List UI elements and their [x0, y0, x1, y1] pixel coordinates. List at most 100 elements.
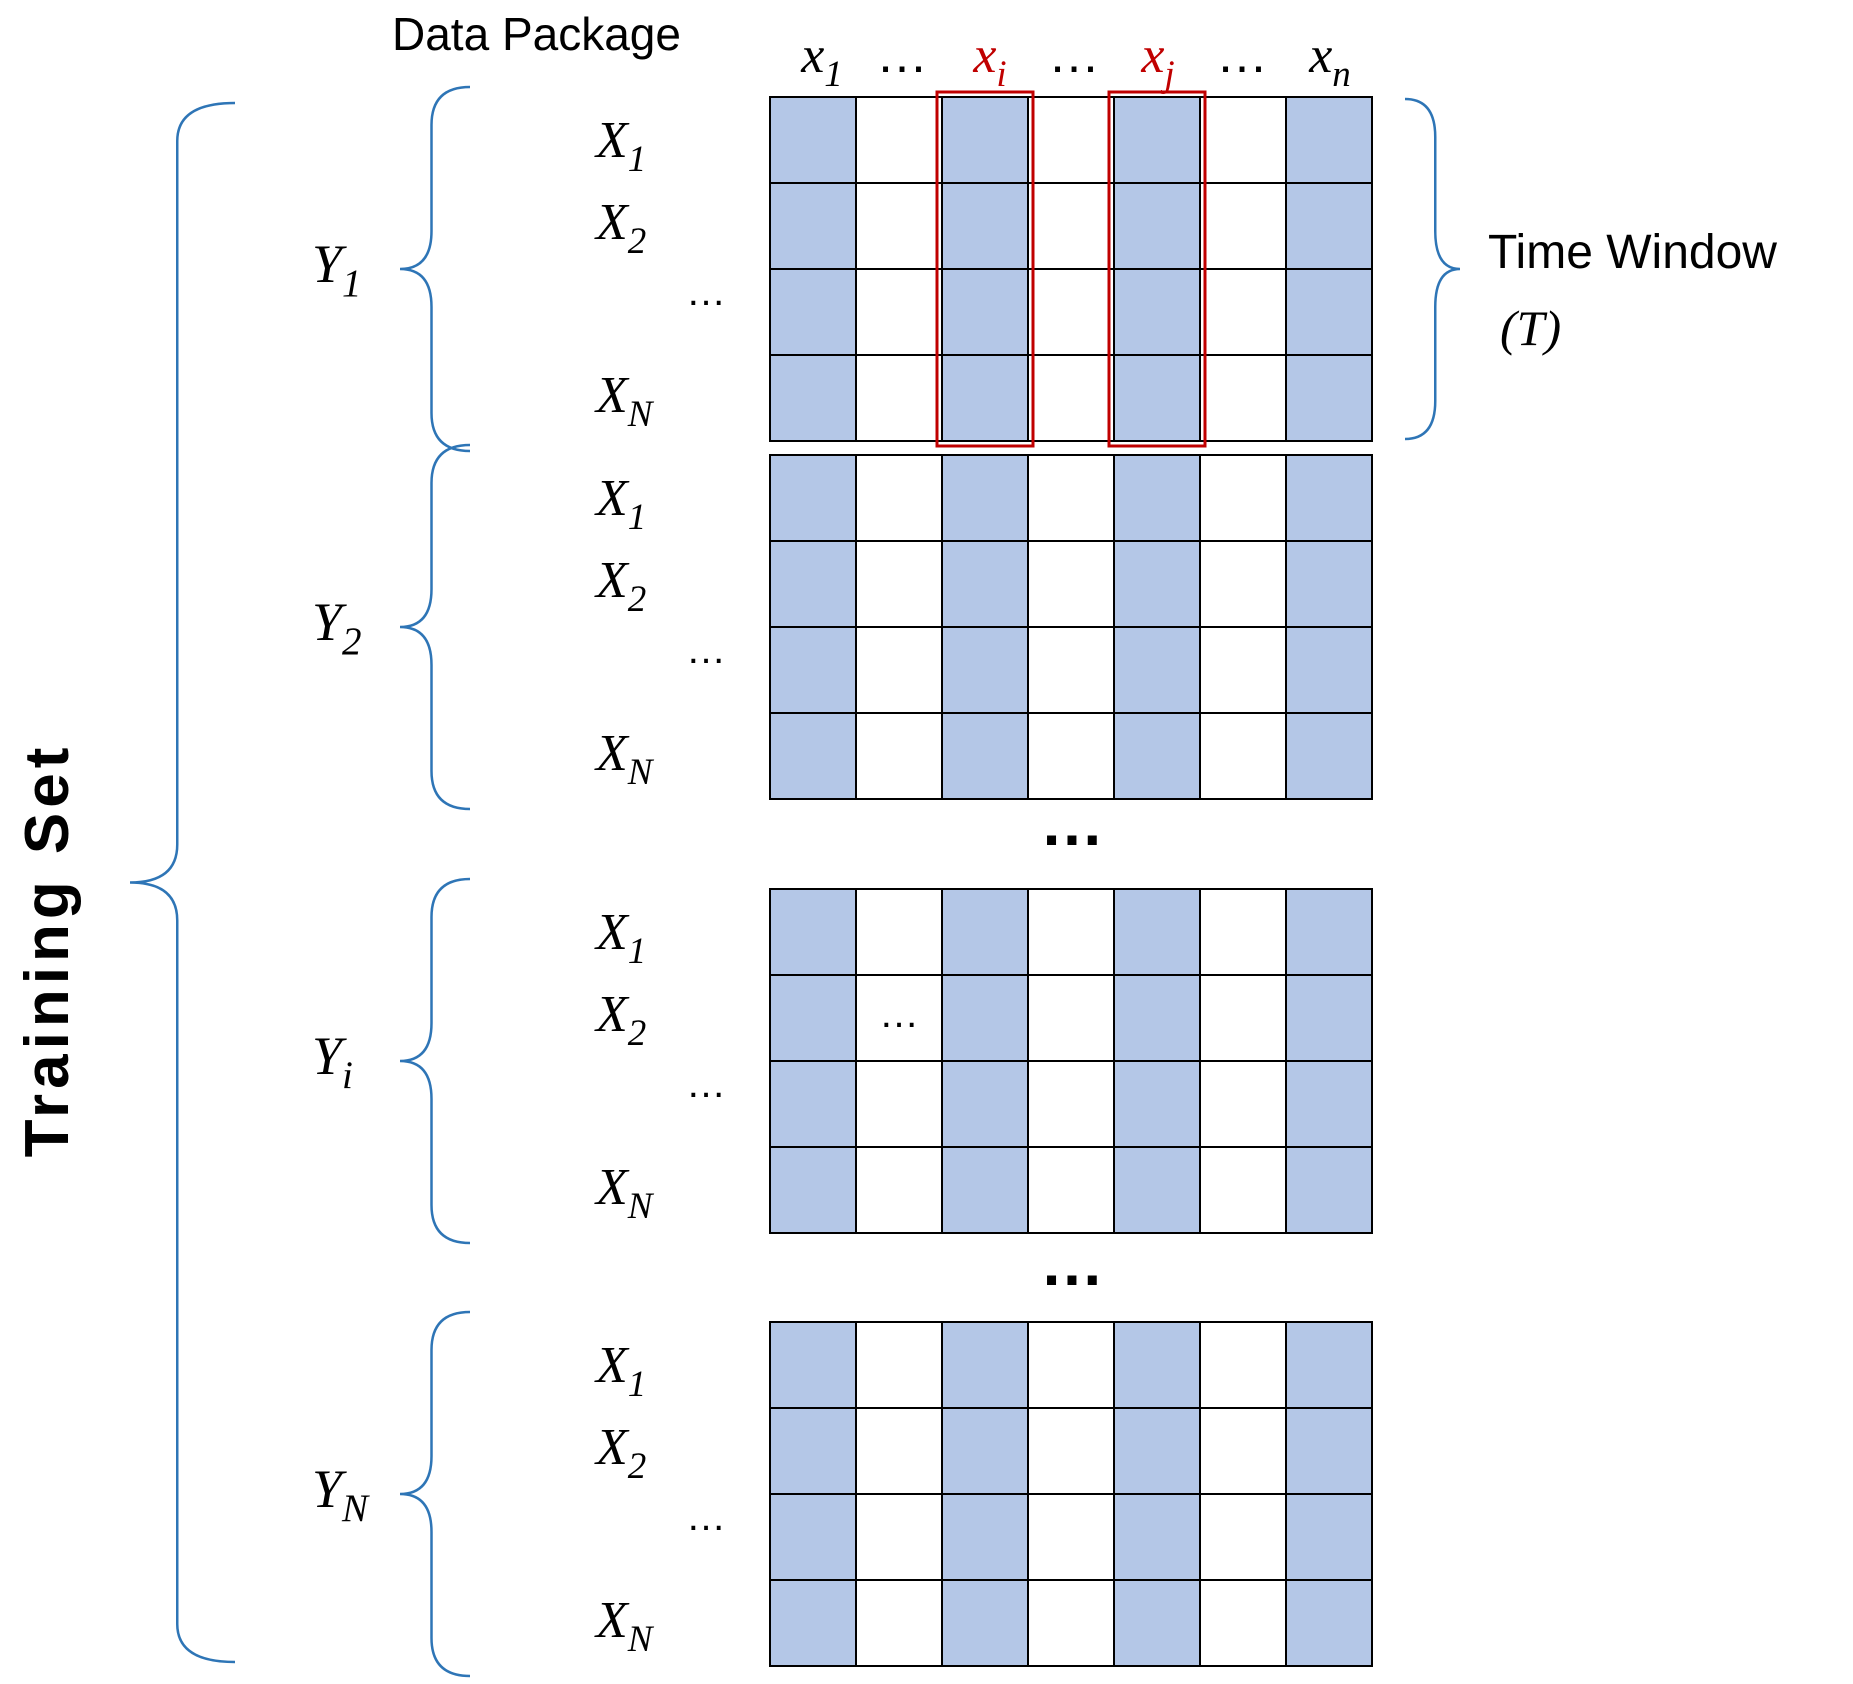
column-header-ellipsis-5: … — [1216, 26, 1268, 84]
column-header-1-base: x — [800, 27, 824, 84]
training-set-brace — [129, 101, 236, 1664]
sample-brace-i — [399, 877, 471, 1245]
grid-cell — [1199, 1146, 1287, 1234]
grid-cell — [941, 974, 1029, 1062]
time-window-brace — [1404, 97, 1461, 441]
grid-cell — [1027, 712, 1115, 800]
sample-label-2-subscript: 2 — [342, 620, 362, 663]
row-ellipsis: … — [686, 270, 726, 314]
time-window-label: Time Window — [1488, 226, 1777, 279]
grid-cell — [855, 888, 943, 976]
column-header-ellipsis-3-base: … — [1048, 26, 1100, 84]
column-header-i-base: x — [972, 27, 996, 84]
grid-cell — [855, 268, 943, 356]
grid-cell — [1199, 712, 1287, 800]
row-label-2-subscript: 2 — [628, 579, 647, 620]
grid-cell — [855, 454, 943, 542]
row-label-2-base: X — [594, 1419, 630, 1476]
column-header-n-subscript: n — [1332, 54, 1351, 95]
row-label-N: XN — [594, 1159, 655, 1227]
row-ellipsis: … — [686, 628, 726, 672]
grid-cell — [1113, 626, 1201, 714]
row-label-2: X2 — [594, 986, 646, 1054]
grid-cell — [1199, 1579, 1287, 1667]
grid-cell — [1113, 268, 1201, 356]
grid-cell — [769, 454, 857, 542]
row-label-N: XN — [594, 367, 655, 435]
column-header-n-base: x — [1308, 27, 1332, 84]
row-label-2-base: X — [594, 194, 630, 251]
grid-cell — [941, 1060, 1029, 1148]
grid-cell — [1285, 626, 1373, 714]
grid-cell — [769, 712, 857, 800]
column-header-i-subscript: i — [996, 54, 1006, 95]
column-header-i: xi — [972, 27, 1006, 95]
grid-cell — [855, 540, 943, 628]
row-label-N-subscript: N — [627, 1186, 655, 1227]
between-ellipsis: … — [1040, 787, 1104, 859]
grid-cell — [1199, 1407, 1287, 1495]
sample-label-2-base: Y — [312, 592, 347, 652]
sample-label-N-base: Y — [312, 1459, 347, 1519]
grid-cell — [1027, 540, 1115, 628]
grid-cell — [769, 1407, 857, 1495]
grid-cell — [1027, 182, 1115, 270]
row-label-1: X1 — [594, 112, 646, 180]
row-label-N: XN — [594, 725, 655, 793]
grid-cell — [1113, 1493, 1201, 1581]
row-ellipsis: … — [686, 1495, 726, 1539]
grid-cell — [769, 974, 857, 1062]
grid-cell — [1113, 974, 1201, 1062]
grid-cell — [1285, 354, 1373, 442]
grid-cell — [769, 182, 857, 270]
grid-cell — [941, 1579, 1029, 1667]
row-label-N-subscript: N — [627, 394, 655, 435]
grid-cell — [1027, 1321, 1115, 1409]
row-label-N-base: X — [594, 1159, 630, 1216]
grid-cell — [1113, 540, 1201, 628]
highlight-column-j — [1107, 90, 1207, 448]
grid-cell — [1113, 1407, 1201, 1495]
grid-cell — [769, 1060, 857, 1148]
row-label-2: X2 — [594, 1419, 646, 1487]
grid-cell — [1285, 540, 1373, 628]
grid-cell — [941, 712, 1029, 800]
column-header-j-subscript: j — [1160, 54, 1174, 95]
sample-label-1: Y1 — [312, 234, 362, 305]
data-package-label: Data Package — [392, 8, 681, 60]
grid-cell — [941, 96, 1029, 184]
grid-cell — [1027, 1407, 1115, 1495]
grid-cell — [855, 1407, 943, 1495]
sample-label-1-base: Y — [312, 234, 347, 294]
grid-cell — [1199, 1060, 1287, 1148]
column-header-ellipsis-3: … — [1048, 26, 1100, 84]
grid-cell — [855, 974, 943, 1062]
row-label-1-base: X — [594, 470, 630, 527]
row-label-1: X1 — [594, 470, 646, 538]
grid-cell — [1199, 974, 1287, 1062]
row-label-N-subscript: N — [627, 752, 655, 793]
grid-cell — [1113, 454, 1201, 542]
sample-brace-N — [399, 1310, 471, 1678]
grid-cell — [1199, 354, 1287, 442]
grid-cell — [1199, 182, 1287, 270]
grid-cell — [1027, 974, 1115, 1062]
sample-label-2: Y2 — [312, 592, 362, 663]
grid-cell — [1027, 268, 1115, 356]
column-header-1: x1 — [800, 27, 843, 95]
grid-cell — [1027, 454, 1115, 542]
row-ellipsis: … — [686, 1062, 726, 1106]
column-header-ellipsis-1-base: … — [876, 26, 928, 84]
grid-cell — [941, 454, 1029, 542]
grid-cell — [941, 626, 1029, 714]
row-label-1: X1 — [594, 1337, 646, 1405]
grid-cell — [769, 1146, 857, 1234]
row-label-2-base: X — [594, 986, 630, 1043]
grid-cell — [1113, 96, 1201, 184]
row-label-2-base: X — [594, 552, 630, 609]
grid-cell — [1027, 1146, 1115, 1234]
grid-cell — [855, 712, 943, 800]
grid-cell — [1285, 888, 1373, 976]
grid-cell — [1285, 1493, 1373, 1581]
grid-cell — [769, 268, 857, 356]
